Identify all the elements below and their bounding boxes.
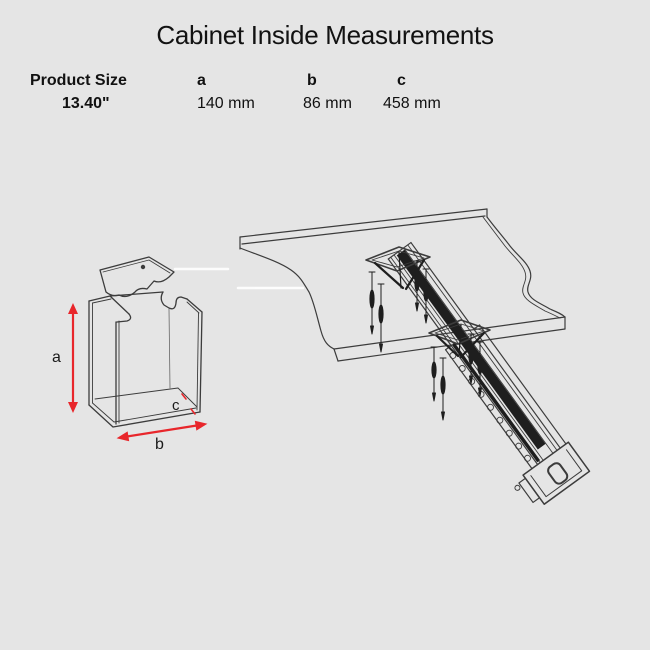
dimension-arrow-b — [116, 420, 208, 442]
spec-value-c: 458 mm — [383, 95, 441, 112]
mounting-bracket — [428, 319, 491, 359]
screw — [422, 268, 430, 324]
spec-header-c: c — [397, 72, 406, 89]
cabinet-lid-drawing — [99, 256, 175, 298]
page-title: Cabinet Inside Measurements — [156, 20, 494, 50]
mounting-screws — [368, 260, 484, 421]
slide-rail-drawing — [387, 241, 591, 505]
screw — [368, 271, 376, 335]
rail-hole-strip — [449, 352, 531, 462]
spec-value-product-size: 13.40" — [62, 95, 110, 112]
cabinet-box-drawing — [88, 291, 203, 428]
highlight-streaks — [173, 267, 305, 290]
spec-value-b: 86 mm — [303, 95, 352, 112]
dimension-label-b: b — [155, 436, 164, 453]
technical-drawing: a b c — [52, 208, 591, 505]
dimension-mark-c — [181, 393, 196, 415]
dimension-label-a: a — [52, 349, 61, 366]
dimension-arrow-a — [68, 303, 78, 413]
mounting-bracket — [365, 246, 431, 291]
spec-header-a: a — [197, 72, 206, 89]
screw — [467, 333, 475, 385]
spec-header-b: b — [307, 72, 317, 89]
screw — [430, 346, 438, 402]
screw — [377, 283, 385, 353]
countertop-drawing — [239, 208, 566, 362]
dimension-label-c: c — [172, 397, 180, 414]
screw — [439, 357, 447, 421]
screw — [476, 341, 484, 397]
spec-value-a: 140 mm — [197, 95, 255, 112]
screw — [413, 260, 421, 312]
end-cap — [514, 441, 591, 505]
spec-header-product-size: Product Size — [30, 72, 127, 89]
lid-pin-dot — [140, 264, 146, 270]
